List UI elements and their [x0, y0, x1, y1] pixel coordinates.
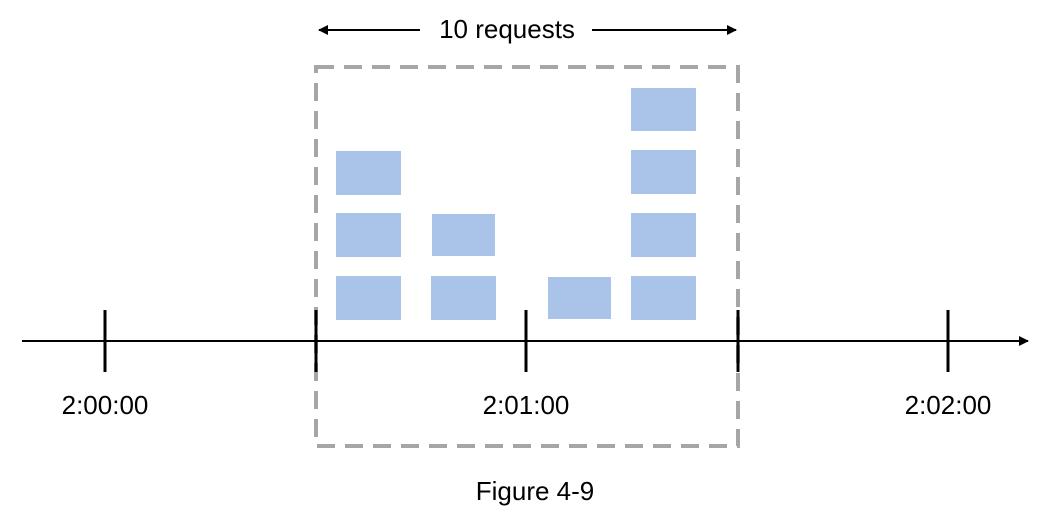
request-block [631, 88, 696, 131]
figure-caption: Figure 4-9 [476, 476, 595, 506]
tick-label: 2:00:00 [62, 390, 149, 420]
request-block [336, 276, 401, 320]
request-block [336, 213, 401, 257]
request-block [431, 276, 496, 320]
rate-limit-window [314, 65, 740, 448]
request-block [631, 276, 696, 320]
requests-label: 10 requests [439, 14, 575, 44]
request-block [631, 150, 696, 194]
request-block [432, 214, 495, 256]
request-blocks [336, 88, 696, 320]
tick-label: 2:02:00 [905, 390, 992, 420]
tick-label: 2:01:00 [483, 390, 570, 420]
request-block [548, 277, 611, 319]
request-block [336, 151, 401, 195]
request-block [631, 213, 696, 257]
